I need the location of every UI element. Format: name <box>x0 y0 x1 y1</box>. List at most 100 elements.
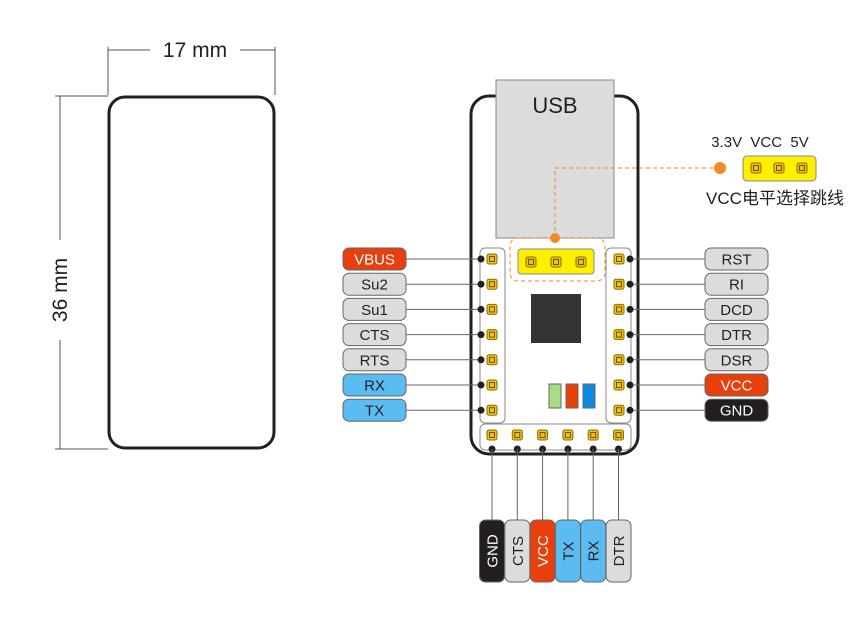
pin-pad <box>613 253 625 265</box>
height-dimension-label: 36 mm <box>49 258 72 322</box>
led-blue <box>582 383 596 409</box>
pin-label: TX <box>365 403 384 420</box>
pin-pad <box>562 429 574 441</box>
pin-pad <box>486 354 498 366</box>
pin-pad <box>486 303 498 315</box>
board-group: USB <box>469 79 726 456</box>
pin-label: CTS <box>360 327 390 344</box>
pin-label: VCC <box>721 378 753 395</box>
pin-label-box <box>342 247 407 271</box>
pin-pad <box>486 429 498 441</box>
pin-label: DCD <box>720 302 753 319</box>
pin-label: VBUS <box>354 252 395 269</box>
callout-jumper-pad <box>773 162 785 174</box>
pin-pad <box>613 354 625 366</box>
pin-label-box <box>342 323 407 347</box>
led-green <box>548 383 562 409</box>
pin-pad <box>613 303 625 315</box>
pin-pad <box>486 253 498 265</box>
chip <box>531 294 581 343</box>
pin-label-box <box>704 323 769 347</box>
pin-label-box <box>605 519 632 583</box>
pin-pad <box>613 379 625 391</box>
pin-label: RX <box>586 541 603 562</box>
right-pin-gnd: GND <box>613 398 769 422</box>
left-pin-tx: TX <box>342 398 498 422</box>
pin-label-box <box>342 348 407 372</box>
left-pin-rx: RX <box>342 373 498 397</box>
pin-pad <box>537 429 549 441</box>
width-dimension-label: 17 mm <box>163 39 227 62</box>
pin-label-box <box>704 272 769 296</box>
pin-label: DTR <box>611 535 628 566</box>
right-pin-dcd: DCD <box>613 297 769 321</box>
jumper-callout: 3.3V VCC 5V VCC电平选择跳线 <box>706 134 844 208</box>
jumper-options-label: 3.3V VCC 5V <box>711 134 809 151</box>
pin-label-box <box>342 297 407 321</box>
bottom-pad-strip <box>479 423 632 451</box>
pin-label-box <box>704 398 769 422</box>
bottom-pin-gnd: GND <box>479 429 505 583</box>
callout-jumper-pad <box>796 162 808 174</box>
pin-label: DSR <box>721 352 753 369</box>
right-pin-ri: RI <box>613 272 769 296</box>
right-pin-vcc: VCC <box>613 373 769 397</box>
jumper-callout-leader <box>554 167 720 238</box>
pin-label: DTR <box>721 327 752 344</box>
pin-label: RI <box>729 277 744 294</box>
jumper-callout-dot <box>714 162 726 174</box>
pin-label-box <box>342 373 407 397</box>
pin-pad <box>613 429 624 441</box>
jumper-callout-dot-board <box>550 233 560 243</box>
bottom-pin-vcc: VCC <box>529 429 556 583</box>
onboard-jumper-pad <box>525 256 537 268</box>
pin-label-box <box>342 398 407 422</box>
pin-label: GND <box>485 534 502 568</box>
pin-label: VCC <box>535 535 552 567</box>
pin-pad <box>511 429 523 441</box>
pin-label-box <box>704 247 769 271</box>
module-outline <box>107 95 276 450</box>
pin-label: CTS <box>510 536 527 566</box>
right-pin-dtr: DTR <box>613 323 769 347</box>
callout-jumper-pad <box>750 162 762 174</box>
jumper-caption: VCC电平选择跳线 <box>706 189 844 208</box>
pin-label: RX <box>364 378 385 395</box>
left-pin-su2: Su2 <box>342 272 498 296</box>
pin-label-box <box>704 373 769 397</box>
jumper-highlight-outline <box>509 237 606 282</box>
module-outline-group: 17 mm 36 mm <box>49 39 276 450</box>
pin-pad <box>613 329 625 341</box>
pin-label: RST <box>722 252 752 269</box>
pin-label: GND <box>720 403 754 420</box>
pin-label-box <box>704 348 769 372</box>
bottom-pin-rx: RX <box>580 429 607 583</box>
pin-pad <box>613 404 625 416</box>
usb-label: USB <box>532 93 577 118</box>
left-pin-rts: RTS <box>342 348 498 372</box>
right-pin-rst: RST <box>613 247 769 271</box>
pin-label: RTS <box>360 352 390 369</box>
pin-pad <box>587 429 599 441</box>
onboard-jumper-pad <box>550 256 562 268</box>
usb-connector <box>495 79 615 239</box>
pin-label: TX <box>560 541 577 560</box>
pin-pad <box>613 278 625 290</box>
right-pin-dsr: DSR <box>613 348 769 372</box>
left-pin-su1: Su1 <box>342 297 498 321</box>
bottom-pin-tx: TX <box>554 429 581 583</box>
pin-label-box <box>342 272 407 296</box>
pin-pad <box>486 278 498 290</box>
left-pin-vbus: VBUS <box>342 247 498 271</box>
bottom-pin-dtr: DTR <box>605 429 632 583</box>
onboard-jumper-pad <box>575 256 587 268</box>
pin-label-box <box>704 297 769 321</box>
led-red <box>565 383 579 409</box>
left-pin-cts: CTS <box>342 323 498 347</box>
pin-label: Su2 <box>361 277 388 294</box>
pin-pad <box>486 329 498 341</box>
pin-pad <box>486 404 498 416</box>
pin-label: Su1 <box>361 302 388 319</box>
pin-pad <box>486 379 498 391</box>
